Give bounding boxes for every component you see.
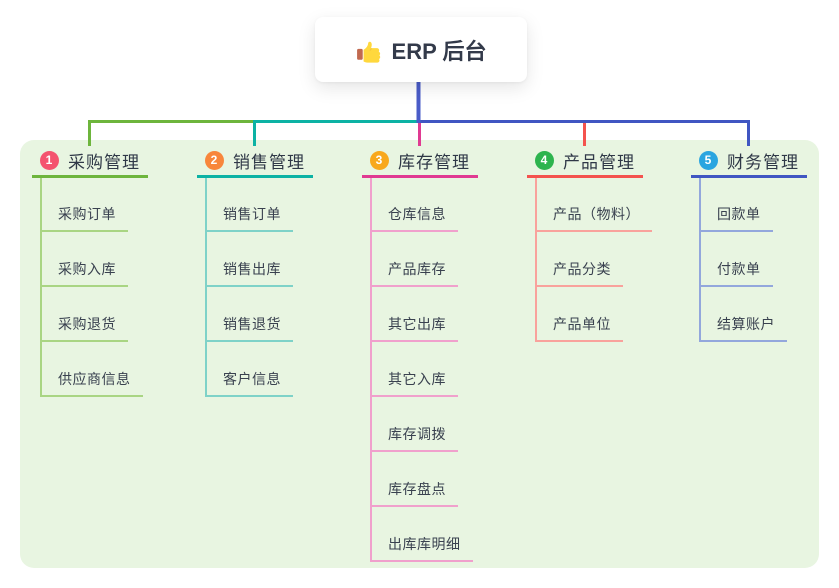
child-node[interactable]: 供应商信息	[40, 369, 143, 397]
branch-node-1[interactable]: 1 采购管理	[32, 145, 148, 178]
branch-number-badge: 2	[205, 150, 224, 170]
child-node[interactable]: 产品分类	[535, 259, 623, 287]
child-node[interactable]: 其它出库	[370, 314, 458, 342]
branch-node-label: 销售管理	[233, 152, 305, 172]
branch-node-2[interactable]: 2 销售管理	[197, 145, 313, 178]
child-node[interactable]: 销售订单	[205, 204, 293, 232]
root-node[interactable]: ERP 后台	[315, 17, 527, 82]
branch-number-badge: 5	[699, 150, 718, 170]
child-node[interactable]: 客户信息	[205, 369, 293, 397]
child-node[interactable]: 结算账户	[699, 314, 787, 342]
child-node[interactable]: 产品库存	[370, 259, 458, 287]
child-node[interactable]: 其它入库	[370, 369, 458, 397]
branch-node-label: 财务管理	[727, 152, 799, 172]
child-node[interactable]: 回款单	[699, 204, 773, 232]
child-node[interactable]: 库存盘点	[370, 479, 458, 507]
branch-node-label: 产品管理	[563, 152, 635, 172]
root-node-label: ERP 后台	[391, 38, 487, 64]
branches-panel	[20, 140, 819, 568]
child-node[interactable]: 库存调拨	[370, 424, 458, 452]
branch-number-badge: 4	[535, 150, 554, 170]
branch-number-badge: 1	[40, 150, 59, 170]
branch-node-3[interactable]: 3 库存管理	[362, 145, 478, 178]
branch-node-4[interactable]: 4 产品管理	[527, 145, 643, 178]
child-node[interactable]: 仓库信息	[370, 204, 458, 232]
child-node[interactable]: 销售退货	[205, 314, 293, 342]
child-node[interactable]: 付款单	[699, 259, 773, 287]
child-node[interactable]: 采购订单	[40, 204, 128, 232]
branch-node-5[interactable]: 5 财务管理	[691, 145, 807, 178]
child-node[interactable]: 采购入库	[40, 259, 128, 287]
branch-number-badge: 3	[370, 150, 389, 170]
child-node[interactable]: 产品单位	[535, 314, 623, 342]
child-node[interactable]: 出库库明细	[370, 534, 473, 562]
child-node[interactable]: 销售出库	[205, 259, 293, 287]
branch-node-label: 库存管理	[398, 152, 470, 172]
thumbs-up-icon	[356, 41, 380, 63]
branch-node-label: 采购管理	[68, 152, 140, 172]
child-node[interactable]: 产品（物料）	[535, 204, 652, 232]
child-node[interactable]: 采购退货	[40, 314, 128, 342]
